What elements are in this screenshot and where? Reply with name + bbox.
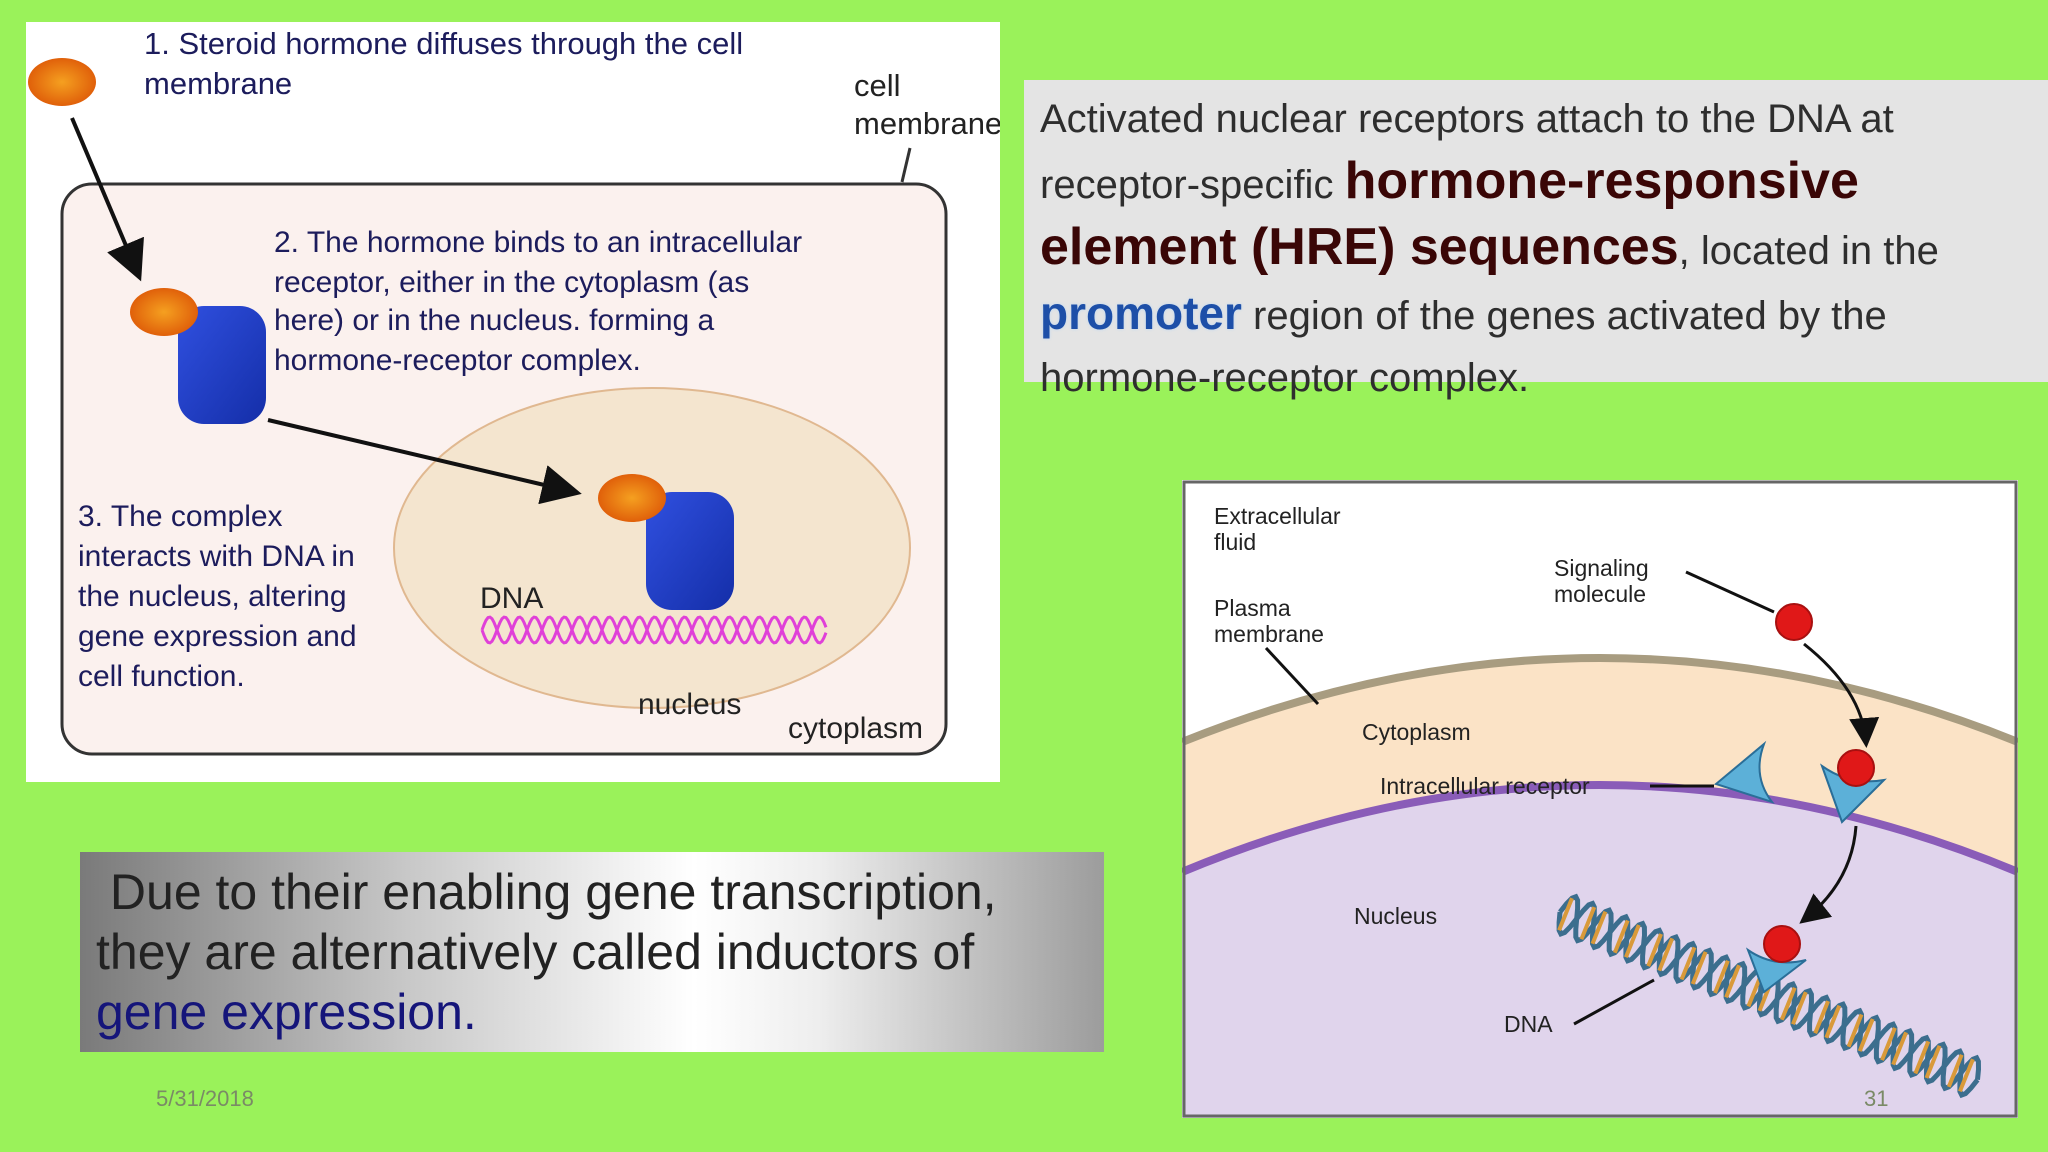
nucleus-label-right: Nucleus (1354, 903, 1437, 929)
cell-membrane-label-2: membrane (854, 106, 1000, 141)
intracellular-receptor-svg: Extracellular fluid Signaling molecule P… (1182, 480, 2018, 1118)
plasma-membrane-pointer (1264, 646, 1320, 706)
intracellular-receptor-shape (1713, 740, 1775, 804)
hre-bold-term: hormone-responsive element (HRE) sequenc… (1040, 152, 1859, 276)
hormone-bound (130, 288, 198, 336)
slide-date: 5/31/2018 (156, 1086, 254, 1111)
dna-rung (1913, 1040, 1931, 1075)
inductors-text: Due to their enabling gene transcription… (96, 864, 1011, 980)
step2-line4: hormone-receptor complex. (274, 344, 641, 377)
slide-number: 31 (1864, 1086, 1889, 1111)
dna-bound-signal (1763, 925, 1801, 963)
dna-rung (1824, 1004, 1842, 1039)
step3-line2: interacts with DNA in (78, 540, 355, 573)
dna-helix (480, 615, 828, 645)
step3-line4: gene expression and (78, 620, 357, 653)
promoter-term: promoter (1040, 287, 1242, 339)
dna-rung (1846, 1013, 1864, 1048)
intracellular-receptor-diagram: Extracellular fluid Signaling molecule P… (1182, 480, 2018, 1118)
diffusion-arrow (70, 117, 144, 282)
extracellular-label-1: Extracellular (1214, 503, 1341, 529)
dna-rung (1724, 964, 1741, 999)
receptor-label: Intracellular receptor (1380, 773, 1590, 799)
nuclear-entry-arrow (1799, 825, 1858, 924)
receptor-nucleus (646, 492, 734, 610)
step3-line5: cell function. (78, 660, 245, 693)
cytoplasm-label: cytoplasm (788, 712, 923, 745)
gene-expression-term: gene expression. (96, 984, 477, 1040)
plasma-label-1: Plasma (1214, 595, 1291, 621)
dna-helix-right (1556, 893, 1982, 1099)
hre-explanation-box: Activated nuclear receptors attach to th… (1024, 80, 2048, 400)
signaling-molecule (1775, 603, 1813, 641)
dna-rung (1557, 897, 1574, 932)
translocation-arrow (267, 418, 582, 505)
step1-line1: 1. Steroid hormone diffuses through the … (144, 26, 743, 61)
hre-text-part1: Activated nuclear receptors attach to th… (1040, 97, 1894, 207)
extracellular-label-2: fluid (1214, 529, 1256, 555)
step2-line3: here) or in the nucleus. forming a (274, 304, 715, 337)
signaling-label-1: Signaling (1554, 555, 1649, 581)
dna-rung (1924, 1045, 1942, 1079)
dna-rung (1612, 919, 1630, 954)
cell-membrane-label-1: cell (854, 68, 901, 103)
step3-line1: 3. The complex (78, 500, 283, 533)
dna-rung (1891, 1031, 1908, 1066)
step2-line2: receptor, either in the cytoplasm (as (274, 266, 749, 299)
frame-border (1182, 480, 2018, 1118)
cell-membrane-pointer (900, 147, 912, 183)
steroid-hormone-diagram: 1. Steroid hormone diffuses through the … (26, 22, 1000, 782)
dna-rung (1690, 951, 1708, 985)
dna-rung (1813, 1000, 1830, 1034)
inductors-box: Due to their enabling gene transcription… (80, 852, 1104, 1052)
dna-rung (1779, 986, 1797, 1021)
dna-rung (1646, 933, 1663, 967)
dna-rung (1657, 937, 1675, 972)
nuclear-envelope (1182, 781, 2018, 876)
step2-line1: 2. The hormone binds to an intracellular (274, 226, 802, 259)
receptor-cytoplasm (178, 306, 266, 424)
entry-arrow (1803, 642, 1880, 748)
plasma-label-2: membrane (1214, 621, 1324, 647)
hre-text-part2: , located in the (1678, 229, 1939, 273)
signaling-pointer (1685, 570, 1775, 614)
steroid-hormone-svg: 1. Steroid hormone diffuses through the … (28, 26, 1000, 756)
signaling-label-2: molecule (1554, 581, 1646, 607)
step1-line2: membrane (144, 66, 292, 101)
dna-label: DNA (480, 582, 543, 615)
hre-text-part3: region of the genes activated by the hor… (1040, 294, 1887, 400)
dna-rung (1791, 991, 1808, 1026)
dna-rung (1590, 910, 1608, 945)
dna-rung (1624, 924, 1641, 958)
step3-line3: the nucleus, altering (78, 580, 347, 613)
hormone-complex (598, 474, 666, 522)
plasma-membrane (1182, 654, 2018, 746)
cytoplasm-label-right: Cytoplasm (1362, 719, 1471, 745)
dna-rung (1857, 1018, 1875, 1052)
bound-signal (1837, 749, 1875, 787)
hormone-molecule (28, 58, 96, 106)
dna-rung (1946, 1054, 1964, 1088)
dna-pointer (1573, 978, 1655, 1026)
dna-rung (1579, 906, 1597, 941)
dna-rung (1958, 1058, 1975, 1093)
dna-rung (1880, 1027, 1897, 1061)
dna-rung (1679, 946, 1697, 981)
dna-label-right: DNA (1504, 1011, 1553, 1037)
nucleus-label: nucleus (638, 688, 741, 721)
dna-rung (1713, 960, 1730, 994)
